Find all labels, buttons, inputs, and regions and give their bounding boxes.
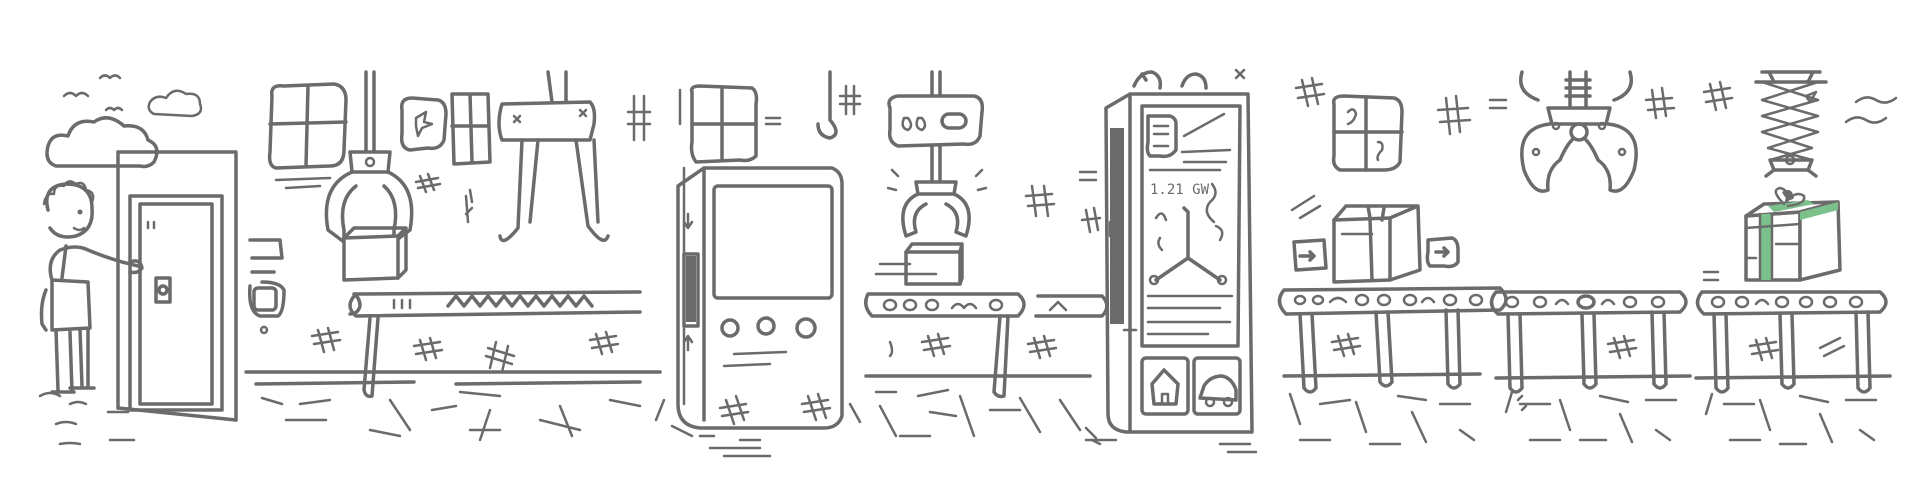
- floor: [1494, 334, 1692, 444]
- birds: [62, 74, 124, 112]
- hash-mark: [1702, 80, 1898, 124]
- floor: [1282, 332, 1482, 446]
- window-icon: [678, 84, 782, 164]
- house-icon: [1140, 356, 1190, 416]
- floor: [1694, 336, 1892, 446]
- hash-mark: [1436, 94, 1508, 136]
- floor: [1084, 220, 1258, 454]
- car-icon: [1192, 356, 1242, 416]
- control-cabinet-icon: 1.21 GW: [1104, 68, 1254, 434]
- conveyor-belt-icon: [864, 262, 1109, 399]
- claw-icon: [1519, 70, 1638, 193]
- gift-box-icon: [1744, 186, 1842, 282]
- hash-mark: [1290, 76, 1326, 220]
- window-icon: [267, 82, 348, 190]
- box-icon: [1292, 236, 1460, 272]
- window-icon: [450, 92, 492, 166]
- cloud-icon: [147, 89, 203, 118]
- wall-panel: [247, 238, 286, 335]
- hash-mark: [414, 172, 442, 194]
- spring-icon: [1754, 70, 1828, 178]
- screen-readout: 1.21 GW: [1150, 182, 1210, 198]
- person-icon: [39, 180, 144, 394]
- floor: [244, 326, 662, 442]
- hook-icon: [816, 70, 862, 140]
- grass: [38, 391, 136, 446]
- claw-icon: [886, 70, 988, 238]
- door-icon: [116, 150, 238, 422]
- hash-mark: [1644, 86, 1676, 120]
- cloud-icon: [45, 116, 159, 169]
- box-icon: [342, 226, 408, 282]
- conveyor-belt-icon: [348, 290, 642, 399]
- box-icon: [904, 242, 964, 286]
- hash-mark: [1024, 170, 1102, 234]
- floor: [654, 398, 862, 458]
- floor: [864, 332, 1092, 438]
- hash-mark: [464, 94, 652, 224]
- conveyor-belt-icon: [1489, 290, 1688, 394]
- window-icon: [1331, 94, 1404, 172]
- conveyor-belt-icon: [1695, 270, 1888, 394]
- hook-icon: [497, 70, 610, 243]
- claw-icon: [324, 70, 414, 244]
- box-icon: [1332, 204, 1422, 284]
- window-icon: [399, 96, 448, 152]
- control-cabinet-icon: [676, 166, 844, 430]
